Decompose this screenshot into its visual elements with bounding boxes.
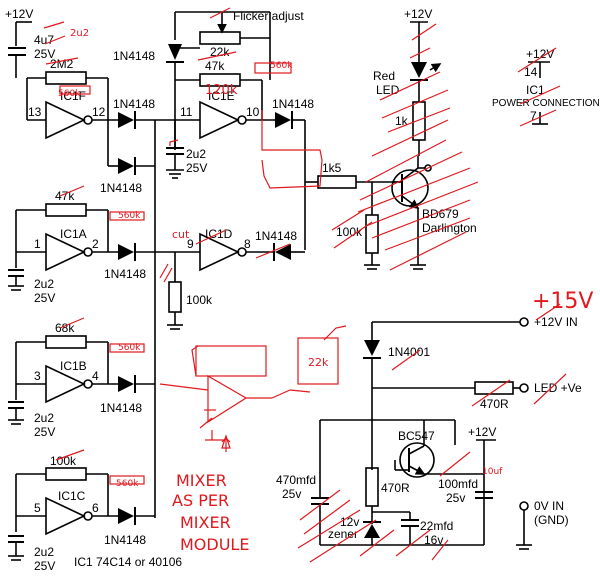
ic1c-label: IC1C: [58, 489, 86, 503]
note-mixer-4: MODULE: [180, 535, 249, 554]
red-annotations: [43, 7, 567, 563]
zener-label: zener: [328, 527, 358, 541]
pin-11-label: 11: [180, 105, 193, 119]
pin-6-label: 6: [92, 501, 99, 515]
d-a-out-label: 1N4148: [104, 267, 146, 281]
red-led-label-2: LED: [376, 83, 400, 97]
ic1b-label: IC1B: [60, 359, 87, 373]
note-15v: +15V: [532, 289, 593, 314]
r-1k-label: 1k: [395, 114, 409, 128]
c-b-value-label: 2u2: [34, 411, 54, 425]
c-470-voltage-label: 25v: [282, 487, 301, 501]
c-22-voltage-label: 16v: [424, 533, 443, 547]
gnd-label-1: 0V IN: [534, 499, 564, 513]
pin-10-label: 10: [246, 105, 260, 119]
bd679-label: BD679: [422, 207, 459, 221]
d-b-out-label: 1N4148: [100, 401, 142, 415]
circuit-labels: Flicker adjust 22k 47k 1N4148 +12V 4u7 2…: [5, 7, 600, 573]
handwritten-notes: 2u2 560k 120k 560k 560k cut 560k 22k 560…: [58, 28, 593, 554]
pin-1-label: 1: [34, 237, 41, 251]
plus12v-left-label: +12V: [5, 7, 33, 21]
circuit-wiring: [8, 11, 550, 561]
r-470r-h-label: 470R: [480, 397, 509, 411]
ic1-note-label: IC1 74C14 or 40106: [74, 555, 182, 569]
c-100-value-label: 100mfd: [438, 477, 478, 491]
c-22-value-label: 22mfd: [420, 519, 453, 533]
note-560k-c: 560k: [116, 479, 139, 489]
c-b-voltage-label: 25V: [34, 425, 55, 439]
d-e-out-label: 1N4148: [272, 97, 314, 111]
note-mixer-2: AS PER: [172, 491, 229, 510]
r-47k-top-label: 47k: [205, 59, 225, 73]
c-4u7-voltage-label: 25V: [34, 47, 55, 61]
pin-4-label: 4: [92, 369, 99, 383]
c-c-value-label: 2u2: [34, 545, 54, 559]
ic1f-label: IC1F: [60, 89, 86, 103]
r-100k-base-label: 100k: [336, 225, 363, 239]
led-positive-label: LED +Ve: [534, 381, 582, 395]
pin-5-label: 5: [34, 501, 41, 515]
input-12v-label: +12V IN: [534, 315, 578, 329]
note-10uf: 10uf: [482, 467, 503, 477]
note-mixer-1: MIXER: [176, 471, 227, 490]
plus12v-reg-label: +12V: [468, 425, 496, 439]
gnd-label-2: (GND): [534, 513, 569, 527]
pin-3-label: 3: [34, 369, 41, 383]
bc547-label: BC547: [398, 429, 435, 443]
d-f-feedback-label: 1N4148: [100, 181, 142, 195]
note-2u2: 2u2: [70, 28, 89, 39]
pc-ic1-label: IC1: [526, 83, 545, 97]
pin-9-label: 9: [187, 237, 194, 251]
pc-plus12v-label: +12V: [526, 47, 554, 61]
pin-12-label: 12: [92, 105, 106, 119]
note-560k-f: 560k: [58, 89, 81, 99]
pin-2-label: 2: [92, 237, 99, 251]
pin-8-label: 8: [244, 237, 251, 251]
pot-22k-label: 22k: [210, 45, 230, 59]
zener-voltage-label: 12v: [340, 515, 359, 529]
d-f-out-label: 1N4148: [113, 97, 155, 111]
r-100k-d-label: 100k: [186, 293, 213, 307]
c-a-value-label: 2u2: [34, 277, 54, 291]
c-e-voltage-label: 25V: [186, 161, 207, 175]
c-100-voltage-label: 25v: [446, 491, 465, 505]
d-c-out-label: 1N4148: [104, 533, 146, 547]
r-1k5-label: 1k5: [322, 161, 342, 175]
ic1a-label: IC1A: [60, 227, 87, 241]
r-68k-label: 68k: [55, 321, 75, 335]
c-c-voltage-label: 25V: [34, 559, 55, 573]
r-100k-c-label: 100k: [50, 454, 77, 468]
c-e-value-label: 2u2: [186, 147, 206, 161]
d-d-out-label: 1N4148: [255, 229, 297, 243]
note-560k-a: 560k: [118, 211, 141, 221]
c-4u7-label: 4u7: [34, 33, 54, 47]
note-mixer-3: MIXER: [180, 513, 231, 532]
ic1e-label: IC1E: [208, 89, 235, 103]
red-led-label-1: Red: [373, 69, 395, 83]
d-1n4001-label: 1N4001: [388, 345, 430, 359]
note-560k-b: 560k: [118, 343, 141, 353]
c-470-value-label: 470mfd: [276, 473, 316, 487]
d-1n4148-top-label: 1N4148: [113, 49, 155, 63]
note-22k: 22k: [308, 356, 329, 369]
c-a-voltage-label: 25V: [34, 291, 55, 305]
pc-pin7-label: 7: [530, 109, 537, 123]
r-47k-a-label: 47k: [55, 189, 75, 203]
r-470r-v-label: 470R: [381, 481, 410, 495]
pc-pin14-label: 14: [524, 65, 538, 79]
note-120k: 120k: [205, 83, 238, 98]
plus12v-led-label: +12V: [404, 7, 432, 21]
note-cut: cut: [172, 228, 190, 241]
note-560k-e: 560k: [270, 61, 293, 71]
pin-13-label: 13: [28, 105, 42, 119]
flicker-adjust-label: Flicker adjust: [233, 9, 304, 23]
pc-title-label: POWER CONNECTIONS: [492, 98, 600, 109]
